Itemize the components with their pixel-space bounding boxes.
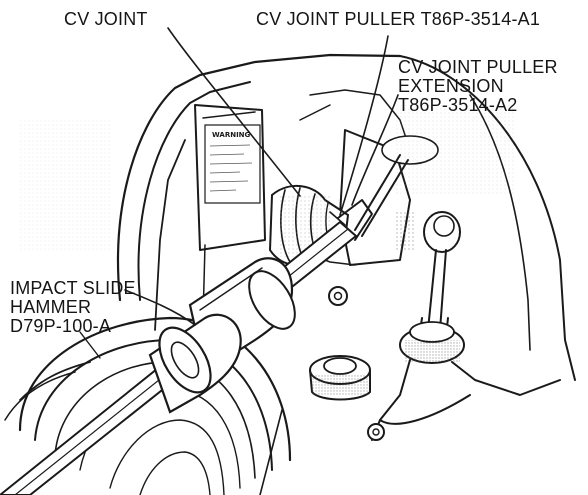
extension-label-line-1: CV JOINT PULLER: [398, 57, 558, 77]
hammer-label-line-2: HAMMER: [10, 297, 92, 317]
puller-leader: [339, 35, 389, 216]
vehicle-body-outline: [116, 53, 576, 381]
bushing: [309, 355, 371, 401]
puller-label: CV JOINT PULLER T86P-3514-A1: [256, 10, 540, 29]
warning-sticker-text: WARNING: [212, 131, 251, 139]
tie-rod-link: [367, 211, 561, 441]
extension-leader: [351, 94, 399, 206]
hammer-label-line-3: D79P-100-A: [10, 316, 112, 336]
hammer-leader: [124, 289, 196, 326]
hammer-label-line-1: IMPACT SLIDE: [10, 278, 136, 298]
hammer-label: IMPACT SLIDE HAMMER D79P-100-A: [10, 279, 136, 336]
cv-joint-label-text: CV JOINT: [64, 9, 148, 29]
extension-label: CV JOINT PULLER EXTENSION T86P-3514-A2: [398, 58, 558, 115]
extension-label-line-2: EXTENSION: [398, 76, 504, 96]
cv-joint-leader: [167, 27, 301, 197]
cv-joint-label: CV JOINT: [64, 10, 148, 29]
leader-lines: [79, 27, 399, 495]
warning-sticker: WARNING: [204, 124, 261, 204]
extension-label-line-3: T86P-3514-A2: [398, 95, 518, 115]
slide-hammer-weight: [148, 257, 296, 414]
puller-label-text: CV JOINT PULLER T86P-3514-A1: [256, 9, 541, 29]
